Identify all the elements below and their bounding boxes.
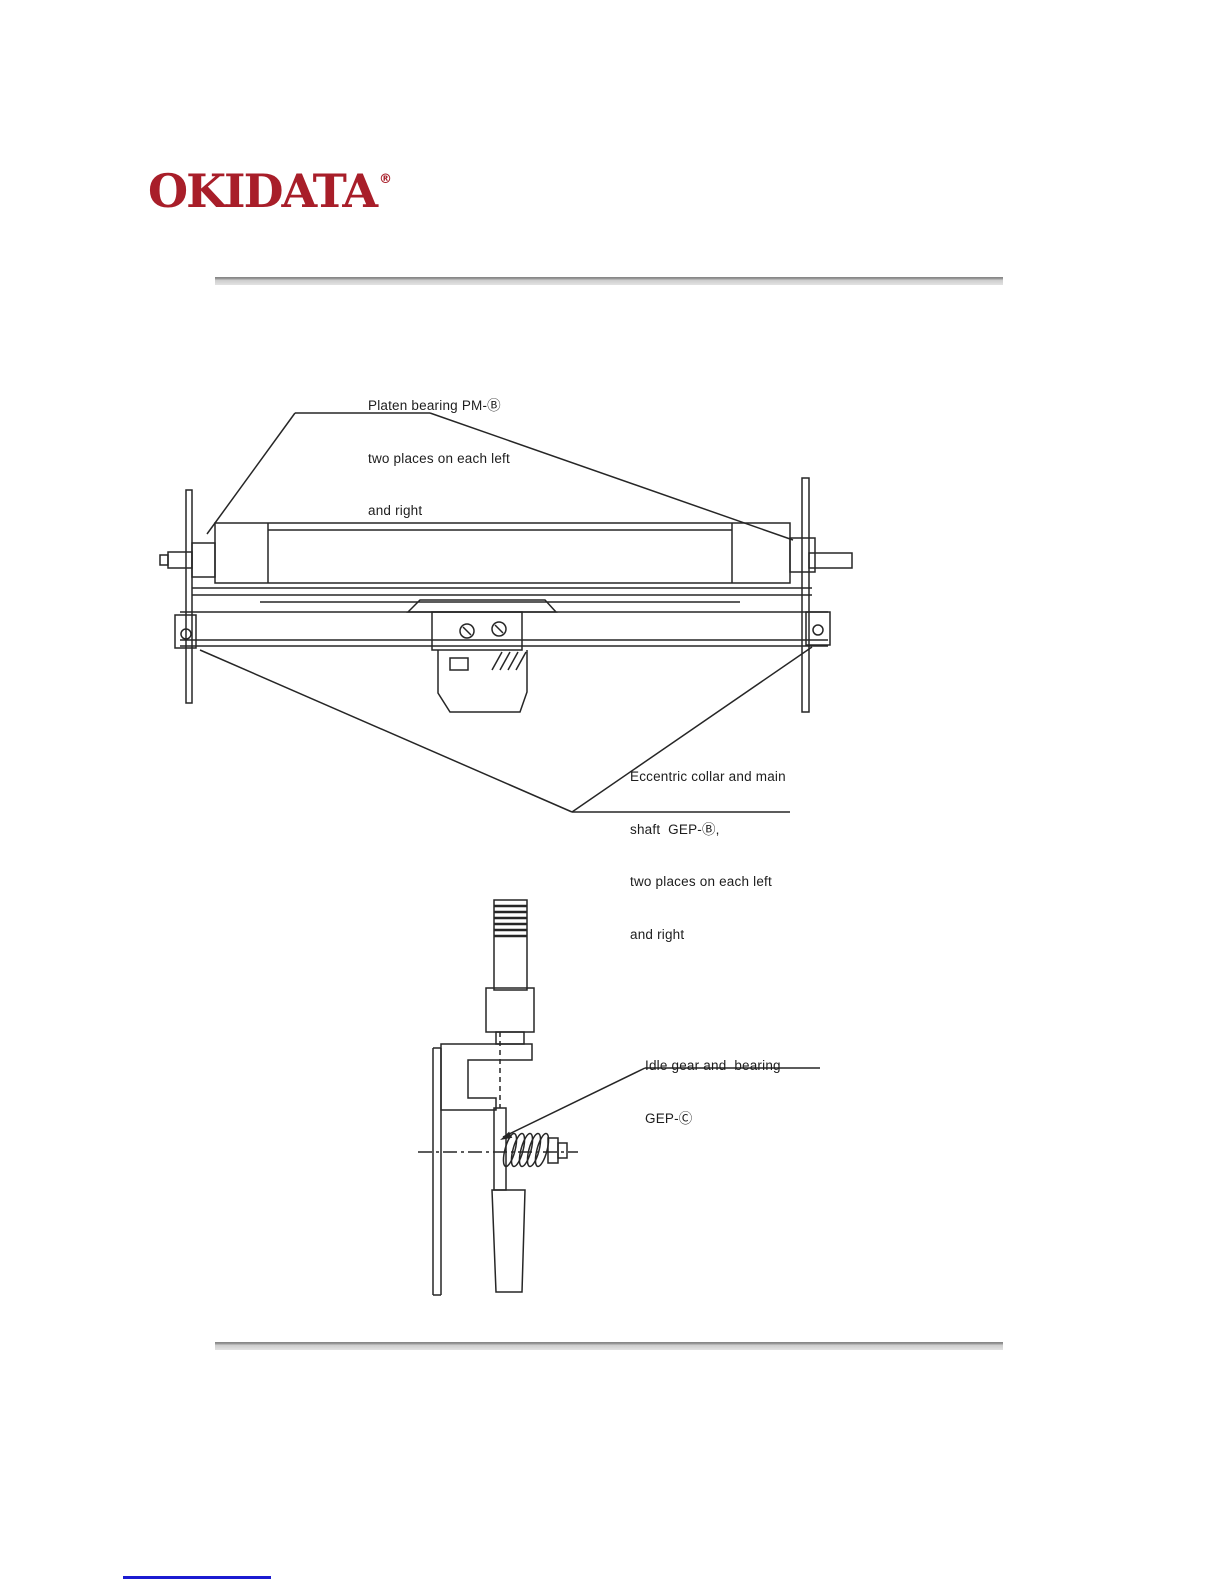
okidata-logo: OKIDATA® xyxy=(148,164,392,218)
lower-block xyxy=(491,1189,526,1293)
eccentric-collar-label: Eccentric collar and main shaft GEP-Ⓑ, t… xyxy=(630,733,786,978)
label-line: and right xyxy=(630,926,685,942)
shaft-top xyxy=(493,899,528,991)
idle-gear-drawing xyxy=(418,899,820,1296)
okidata-logo-text: OKIDATA xyxy=(148,164,378,218)
left-bearing-group xyxy=(159,489,216,704)
label-leader-line xyxy=(500,1067,820,1140)
label-line: two places on each left xyxy=(368,450,510,466)
label-line: shaft GEP-Ⓑ, xyxy=(630,821,720,837)
top-divider xyxy=(215,277,1003,285)
bearing-post xyxy=(493,1107,507,1191)
center-bracket xyxy=(406,599,558,713)
label-line: two places on each left xyxy=(630,874,772,889)
collar xyxy=(485,987,535,1033)
idle-gear xyxy=(502,1132,568,1168)
platen-bearing-label: Platen bearing PM-Ⓑ two places on each l… xyxy=(368,362,510,555)
side-plate xyxy=(432,1047,442,1296)
frame-bars xyxy=(174,587,831,649)
top-leader-lines xyxy=(206,412,794,541)
registered-trademark-icon: ® xyxy=(379,172,393,187)
label-line: and right xyxy=(368,503,423,518)
idle-gear-label: Idle gear and bearing GEP-Ⓒ xyxy=(645,1022,781,1162)
label-line: Platen bearing PM-Ⓑ xyxy=(368,398,501,413)
label-line: Idle gear and bearing xyxy=(645,1058,781,1073)
idle-gear-diagram xyxy=(418,899,820,1296)
bottom-divider xyxy=(215,1342,1003,1350)
bottom-leader-lines xyxy=(199,646,813,813)
bottom-link[interactable] xyxy=(123,1576,271,1579)
platen-assembly-diagram xyxy=(159,412,853,813)
platen-drawing xyxy=(159,412,853,813)
arrowhead-icon xyxy=(500,1131,513,1140)
label-line: Eccentric collar and main xyxy=(630,769,786,784)
mounting-bracket xyxy=(440,1043,533,1111)
label-line: GEP-Ⓒ xyxy=(645,1110,693,1126)
